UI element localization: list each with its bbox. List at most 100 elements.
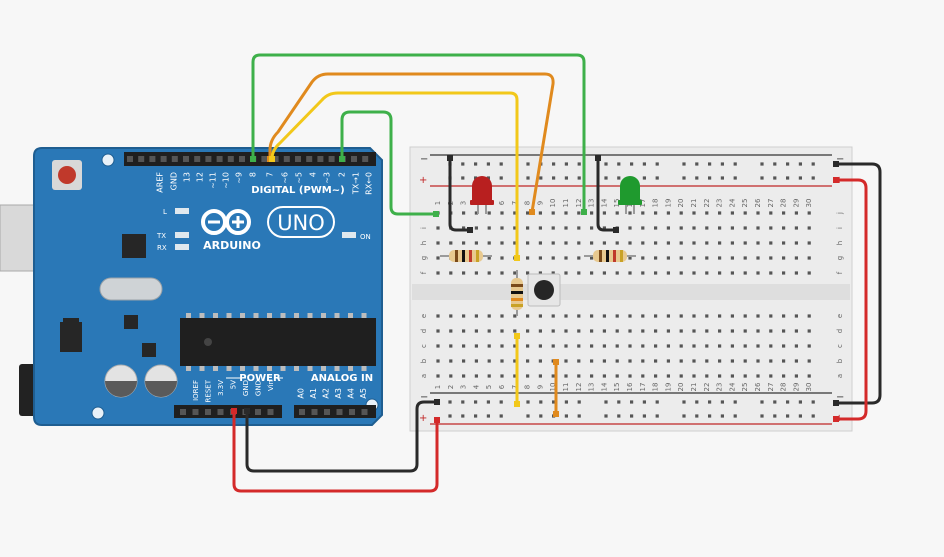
breadboard-hole[interactable] [590, 256, 594, 260]
breadboard-hole[interactable] [462, 344, 466, 348]
breadboard-hole[interactable] [794, 359, 798, 363]
breadboard-hole[interactable] [513, 344, 517, 348]
wire-end[interactable] [613, 227, 619, 233]
breadboard-hole[interactable] [552, 162, 556, 166]
breadboard-hole[interactable] [654, 241, 658, 245]
breadboard-hole[interactable] [654, 314, 658, 318]
breadboard-hole[interactable] [760, 414, 764, 418]
breadboard-hole[interactable] [756, 256, 760, 260]
header-pin[interactable] [283, 156, 290, 162]
breadboard-hole[interactable] [499, 176, 503, 180]
header-pin[interactable] [311, 409, 318, 415]
breadboard-hole[interactable] [786, 176, 790, 180]
breadboard-hole[interactable] [807, 256, 811, 260]
breadboard-hole[interactable] [526, 329, 530, 333]
header-pin[interactable] [306, 156, 313, 162]
breadboard-hole[interactable] [705, 359, 709, 363]
wire-end[interactable] [581, 209, 587, 215]
breadboard-hole[interactable] [602, 329, 606, 333]
breadboard-hole[interactable] [807, 211, 811, 215]
breadboard-hole[interactable] [526, 374, 530, 378]
breadboard-hole[interactable] [655, 414, 659, 418]
breadboard-hole[interactable] [705, 314, 709, 318]
breadboard-hole[interactable] [628, 226, 632, 230]
breadboard-hole[interactable] [679, 271, 683, 275]
breadboard-hole[interactable] [538, 241, 542, 245]
breadboard-hole[interactable] [782, 329, 786, 333]
breadboard-hole[interactable] [564, 241, 568, 245]
breadboard-hole[interactable] [604, 400, 608, 404]
breadboard-hole[interactable] [538, 271, 542, 275]
breadboard-hole[interactable] [500, 344, 504, 348]
breadboard-hole[interactable] [577, 414, 581, 418]
wire-end[interactable] [434, 399, 440, 405]
breadboard-hole[interactable] [708, 414, 712, 418]
breadboard-hole[interactable] [730, 226, 734, 230]
header-pin[interactable] [336, 409, 343, 415]
breadboard-hole[interactable] [743, 226, 747, 230]
breadboard-hole[interactable] [615, 241, 619, 245]
breadboard-hole[interactable] [604, 162, 608, 166]
breadboard-hole[interactable] [590, 329, 594, 333]
breadboard-hole[interactable] [577, 256, 581, 260]
wire-end[interactable] [514, 333, 520, 339]
breadboard-hole[interactable] [577, 162, 581, 166]
breadboard-hole[interactable] [692, 211, 696, 215]
wire-end[interactable] [553, 359, 559, 365]
breadboard-hole[interactable] [769, 271, 773, 275]
breadboard-hole[interactable] [448, 414, 452, 418]
breadboard-hole[interactable] [756, 211, 760, 215]
breadboard-hole[interactable] [449, 271, 453, 275]
breadboard-hole[interactable] [577, 400, 581, 404]
breadboard-hole[interactable] [474, 241, 478, 245]
wire-end[interactable] [833, 161, 839, 167]
breadboard-hole[interactable] [743, 256, 747, 260]
breadboard-hole[interactable] [449, 359, 453, 363]
breadboard-hole[interactable] [730, 374, 734, 378]
wire-end[interactable] [529, 209, 535, 215]
breadboard-hole[interactable] [708, 176, 712, 180]
breadboard-hole[interactable] [679, 329, 683, 333]
breadboard-hole[interactable] [577, 314, 581, 318]
header-pin[interactable] [205, 409, 211, 415]
breadboard-hole[interactable] [769, 374, 773, 378]
breadboard-hole[interactable] [577, 176, 581, 180]
breadboard-hole[interactable] [577, 359, 581, 363]
breadboard-hole[interactable] [655, 400, 659, 404]
breadboard-hole[interactable] [602, 271, 606, 275]
breadboard-hole[interactable] [720, 176, 724, 180]
breadboard-hole[interactable] [798, 414, 802, 418]
breadboard-hole[interactable] [807, 329, 811, 333]
breadboard-hole[interactable] [743, 241, 747, 245]
header-pin[interactable] [239, 156, 245, 162]
breadboard-hole[interactable] [551, 271, 555, 275]
breadboard-hole[interactable] [807, 241, 811, 245]
breadboard-hole[interactable] [461, 162, 465, 166]
breadboard-hole[interactable] [743, 211, 747, 215]
breadboard-hole[interactable] [695, 400, 699, 404]
breadboard-hole[interactable] [718, 226, 722, 230]
breadboard-hole[interactable] [718, 314, 722, 318]
breadboard-hole[interactable] [773, 400, 777, 404]
breadboard-hole[interactable] [654, 359, 658, 363]
breadboard-hole[interactable] [513, 359, 517, 363]
breadboard-hole[interactable] [807, 271, 811, 275]
breadboard-hole[interactable] [436, 256, 440, 260]
header-pin[interactable] [328, 156, 335, 162]
breadboard-hole[interactable] [718, 329, 722, 333]
breadboard-hole[interactable] [474, 226, 478, 230]
breadboard-hole[interactable] [641, 344, 645, 348]
breadboard-hole[interactable] [500, 314, 504, 318]
breadboard-hole[interactable] [756, 344, 760, 348]
breadboard-hole[interactable] [718, 271, 722, 275]
breadboard-hole[interactable] [782, 314, 786, 318]
wire-end[interactable] [231, 408, 237, 414]
header-pin[interactable] [351, 156, 357, 162]
breadboard-hole[interactable] [682, 176, 686, 180]
breadboard-hole[interactable] [617, 400, 621, 404]
breadboard-hole[interactable] [642, 400, 646, 404]
breadboard-hole[interactable] [577, 211, 581, 215]
breadboard-hole[interactable] [474, 162, 478, 166]
breadboard-hole[interactable] [641, 271, 645, 275]
breadboard-hole[interactable] [705, 329, 709, 333]
